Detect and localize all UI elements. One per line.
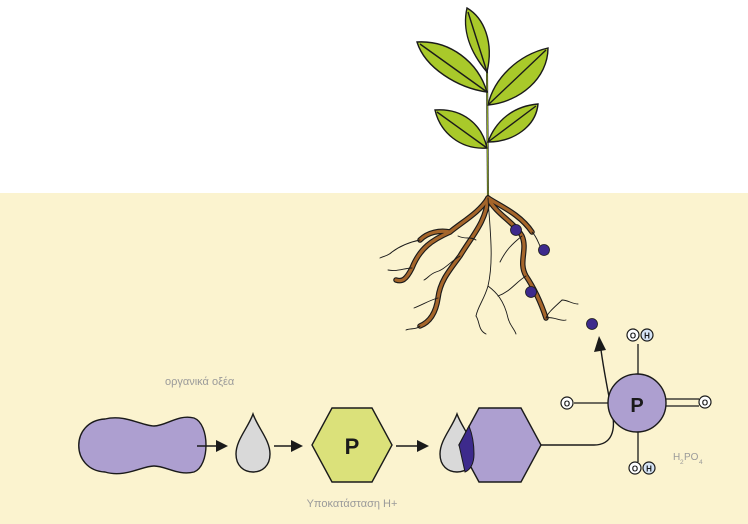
- phosphate-dot: [525, 286, 537, 298]
- absorbed-phosphate-dots: [510, 224, 598, 330]
- dihydrogen-phosphate: P O H O H O O H 2 PO 4: [560, 328, 712, 475]
- formula-h: H: [673, 452, 680, 463]
- process-arrow: [396, 440, 429, 452]
- root-main-center: [418, 196, 490, 328]
- formula-label: H 2 PO 4: [673, 452, 703, 466]
- oxygen-label: O: [702, 399, 708, 408]
- oxygen-atom: [628, 461, 642, 475]
- formula-subscript-4: 4: [699, 459, 703, 466]
- hydrogen-label: H: [646, 465, 652, 474]
- formula-subscript-2: 2: [680, 459, 684, 466]
- oxygen-label: O: [564, 400, 570, 409]
- substitution-label: Υποκατάσταση H+: [307, 498, 398, 510]
- formula-po: PO: [684, 452, 699, 463]
- hydrogen-atom: [642, 461, 656, 475]
- oxygen-atom: [560, 396, 574, 410]
- phosphorus-atom: [607, 373, 667, 433]
- root-main-right: [486, 196, 548, 320]
- hydrogen-label: H: [644, 332, 650, 341]
- hydrogen-atom: [640, 328, 654, 342]
- plant-leaves: [416, 6, 549, 149]
- proton-droplet: [235, 411, 271, 473]
- oxygen-atom: [698, 395, 712, 409]
- release-arrowhead: [594, 336, 606, 352]
- process-arrow: [274, 440, 303, 452]
- phosphate-dot: [586, 318, 598, 330]
- organic-acids-label: οργανικά οξέα: [165, 376, 235, 388]
- oxygen-label: O: [632, 465, 638, 474]
- process-arrow: [197, 440, 228, 452]
- phosphorus-atom-label: P: [630, 395, 643, 417]
- phosphate-dot: [538, 244, 550, 256]
- plant: [379, 6, 579, 335]
- phosphate-hexagon-label: P: [345, 434, 360, 459]
- oxygen-atom: [626, 328, 640, 342]
- overlap-region: [458, 424, 475, 473]
- plant-roots: [379, 195, 579, 335]
- phosphate-dot: [510, 224, 522, 236]
- oxygen-label: O: [630, 332, 636, 341]
- root-main-left: [394, 196, 490, 283]
- phosphate-hexagon: [311, 407, 393, 483]
- organic-acid-molecule: [78, 416, 207, 475]
